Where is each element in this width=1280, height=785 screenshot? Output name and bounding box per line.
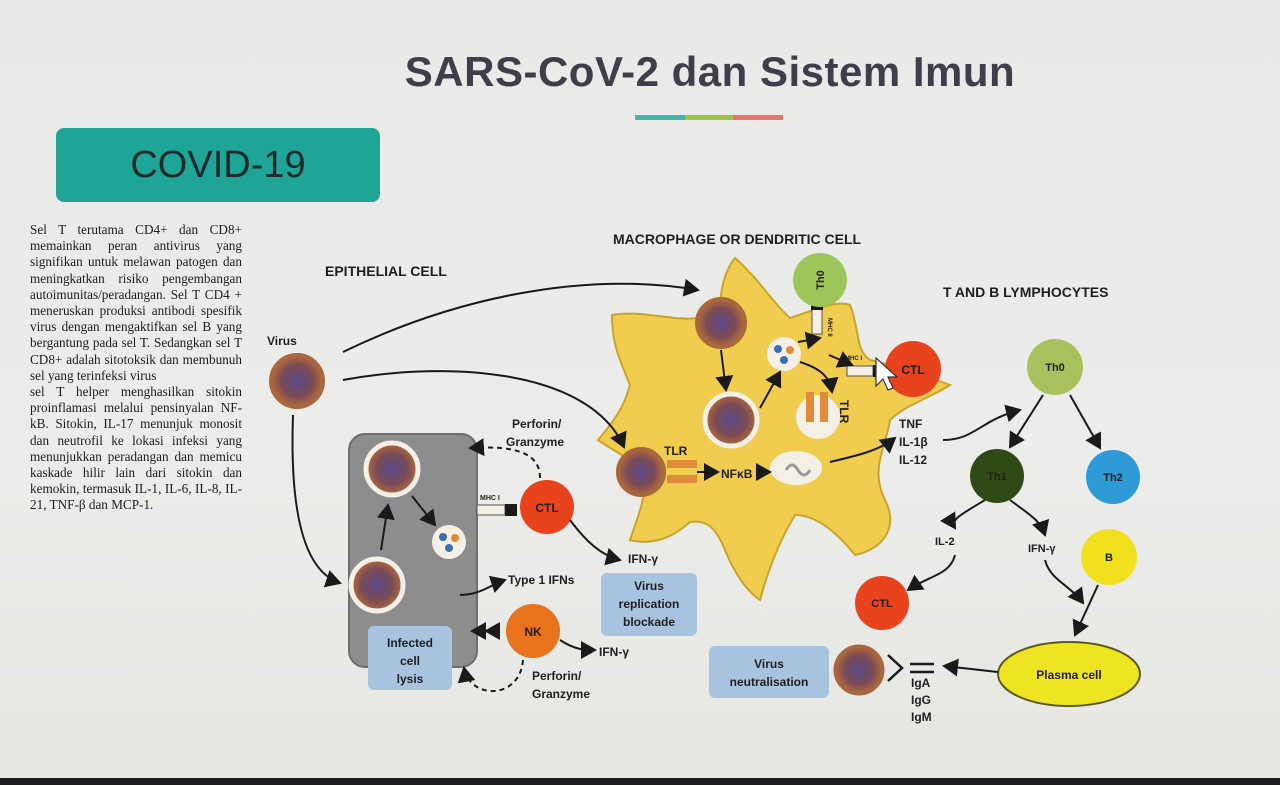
th1-cell	[970, 449, 1024, 503]
heading-macrophage: MACROPHAGE OR DENDRITIC CELL	[613, 231, 862, 247]
infected-lysis-line2: cell	[400, 654, 420, 668]
virus-particle-icon	[833, 644, 885, 696]
virus-particle-icon	[702, 391, 760, 449]
il1b-label: IL-1β	[899, 435, 928, 449]
virus-particle-icon	[348, 556, 406, 614]
tlr-label-right: TLR	[837, 400, 851, 424]
il12-label: IL-12	[899, 453, 927, 467]
virus-neutralisation-line2: neutralisation	[730, 675, 809, 689]
mhc1-left-label: MHC I	[480, 495, 500, 502]
ctl-left-label: CTL	[535, 501, 558, 515]
virus-particle-icon	[616, 447, 666, 497]
th0-cell-top	[793, 253, 847, 307]
screen-bezel	[0, 778, 1280, 785]
antibody-icon	[887, 654, 934, 682]
covid-section-label: COVID-19	[130, 143, 306, 186]
infected-lysis-line1: Infected	[387, 636, 433, 650]
ctl-cell-right	[885, 341, 941, 397]
nfkb-label: NFκB	[721, 467, 753, 481]
perforin-bottom-line2: Granzyme	[532, 687, 590, 701]
nk-label: NK	[524, 625, 542, 639]
th2-label: Th2	[1103, 472, 1123, 484]
ifn-gamma-label-1: IFN-γ	[628, 552, 658, 566]
ifn-gamma-label-3: IFN-γ	[1028, 543, 1056, 555]
macrophage-cell-body	[596, 256, 953, 602]
virus-replication-line2: replication	[619, 597, 680, 611]
perforin-top-line2: Granzyme	[506, 435, 564, 449]
body-text: Sel T terutama CD4+ dan CD8+ memainkan p…	[30, 222, 242, 514]
infected-lysis-box	[368, 626, 452, 690]
ctl-right-label: CTL	[901, 363, 924, 377]
th0-cell-right	[1027, 339, 1083, 395]
ifn-gamma-label-2: IFN-γ	[599, 645, 629, 659]
perforin-bottom-line1: Perforin/	[532, 669, 582, 683]
ctl-bottom-label: CTL	[871, 598, 893, 610]
ctl-cell-bottom	[855, 576, 909, 630]
il2-label: IL-2	[935, 536, 955, 548]
infected-lysis-line3: lysis	[397, 672, 424, 686]
antigen-fragment-icon	[432, 525, 466, 559]
mouse-cursor-icon	[875, 356, 899, 391]
plasma-cell	[997, 641, 1141, 707]
virus-neutralisation-box	[709, 646, 829, 698]
virus-particle-icon	[269, 353, 325, 409]
perforin-top-line1: Perforin/	[512, 417, 562, 431]
virus-particle-icon	[363, 440, 421, 498]
th0-top-label: Th0	[815, 270, 827, 290]
th2-cell	[1086, 450, 1140, 504]
igm-label: IgM	[911, 710, 932, 724]
accent-bar-teal	[635, 115, 685, 120]
th1-label: Th1	[987, 471, 1007, 483]
accent-bar-red	[733, 115, 783, 120]
body-paragraph-2: sel T helper menghasilkan sitokin proinf…	[30, 384, 242, 513]
antigen-fragment-icon	[767, 337, 801, 371]
type1-ifns-label: Type 1 IFNs	[508, 573, 575, 587]
b-cell	[1081, 529, 1137, 585]
virus-replication-line1: Virus	[634, 579, 664, 593]
mhc2-label: MHC II	[826, 318, 832, 337]
slide-title: SARS-CoV-2 dan Sistem Imun	[404, 48, 1016, 95]
mhc1-left-icon	[476, 504, 517, 516]
lysis-arrowheads-icon	[470, 622, 500, 640]
virus-replication-box	[601, 573, 697, 636]
iga-label: IgA	[911, 676, 931, 690]
virus-replication-line3: blockade	[623, 615, 675, 629]
ctl-cell-left	[520, 480, 574, 534]
heading-lymphocytes: T AND B LYMPHOCYTES	[943, 284, 1108, 300]
tlr-receptor-icon	[806, 392, 828, 422]
body-paragraph-1: Sel T terutama CD4+ dan CD8+ memainkan p…	[30, 222, 242, 383]
b-cell-label: B	[1105, 552, 1113, 564]
igg-label: IgG	[911, 693, 931, 707]
accent-bar-green	[685, 115, 733, 120]
tlr-receptor-icon	[667, 460, 697, 483]
th0-right-label: Th0	[1045, 362, 1065, 374]
heading-epithelial: EPITHELIAL CELL	[325, 263, 447, 279]
endosome-icon	[796, 395, 840, 439]
virus-particle-icon	[695, 297, 747, 349]
tlr-label-left: TLR	[664, 444, 688, 458]
diagram-arrows	[291, 278, 1101, 692]
mhc1-right-label: MHC I	[845, 356, 862, 362]
virus-label: Virus	[267, 334, 297, 348]
nk-cell	[506, 604, 560, 658]
virus-neutralisation-line1: Virus	[754, 657, 784, 671]
tnf-label: TNF	[899, 417, 922, 431]
covid-section-box: COVID-19	[56, 128, 380, 202]
plasma-cell-label: Plasma cell	[1036, 668, 1101, 682]
dna-icon	[784, 463, 812, 477]
